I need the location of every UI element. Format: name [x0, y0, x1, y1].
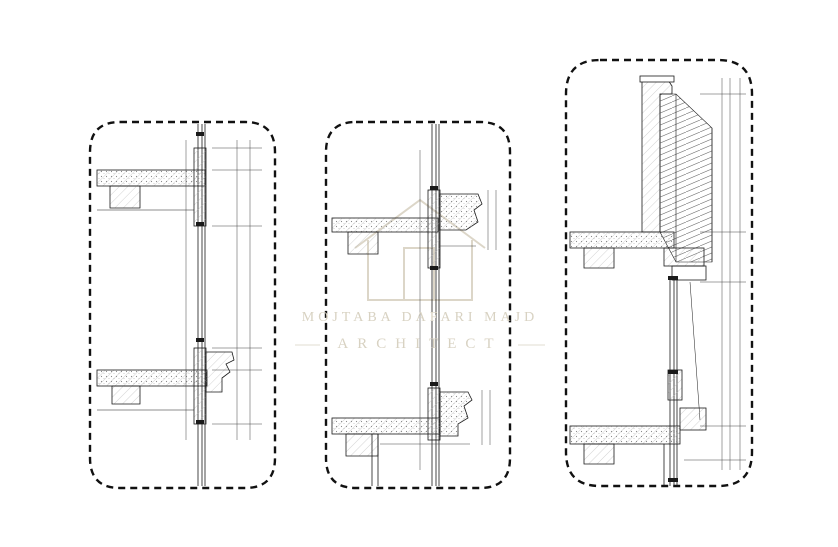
section-detail-left — [88, 120, 277, 490]
watermark-name: MOJTABA DAFARI MAJD — [301, 310, 539, 325]
section-detail-middle — [324, 120, 512, 490]
detail-boundary-right — [564, 58, 754, 488]
detail-boundary-left — [88, 120, 277, 490]
section-detail-right — [564, 58, 754, 488]
watermark-subtitle: ARCHITECT — [337, 336, 503, 352]
